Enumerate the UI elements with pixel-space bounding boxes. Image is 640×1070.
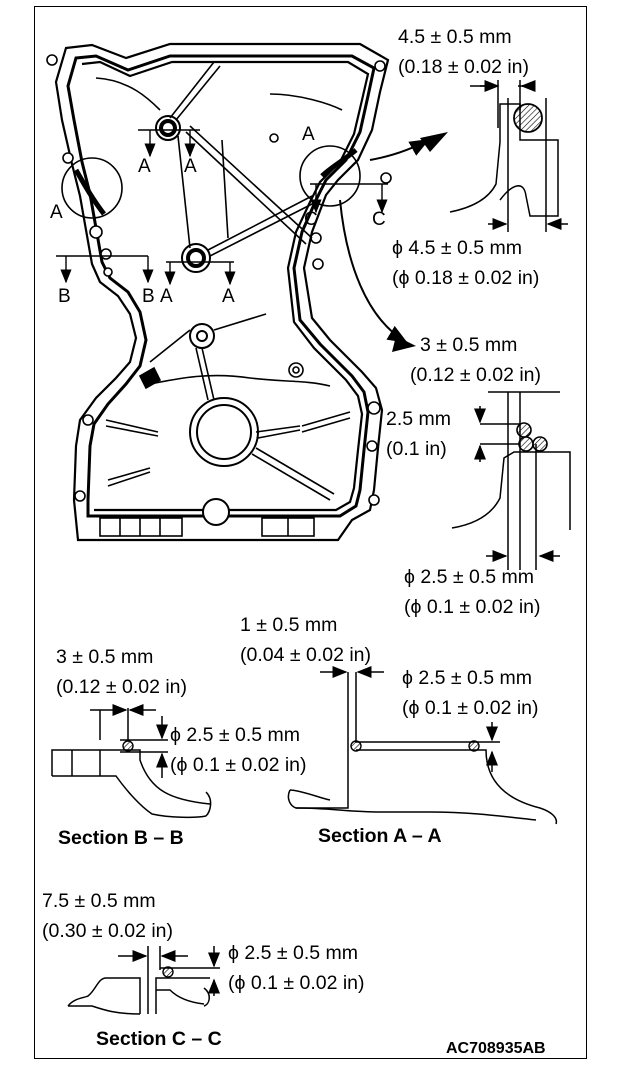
marker-c-1: C: [304, 209, 318, 230]
sec-bb-offset-mm: 3 ± 0.5 mm: [56, 646, 154, 668]
marker-a-4: A: [50, 202, 63, 223]
figure-code: AC708935AB: [446, 1040, 546, 1057]
bead-mid-in: (ϕ 0.1 ± 0.02 in): [404, 596, 541, 618]
section-cut-lines: [56, 129, 388, 286]
sec-cc-bead-in: (ϕ 0.1 ± 0.02 in): [228, 972, 365, 994]
bolt-holes: [46, 54, 392, 506]
bead-mid-b: [518, 436, 534, 452]
sec-bb-offset-in: (0.12 ± 0.02 in): [56, 676, 188, 698]
section-aa-drawing: [287, 666, 558, 825]
sec-cc-bead-mm: ϕ 2.5 ± 0.5 mm: [228, 942, 358, 964]
section-bb-drawing: [51, 704, 212, 819]
groove-top-mm: 4.5 ± 0.5 mm: [398, 26, 512, 48]
detail-bead-mid: [451, 391, 571, 570]
bead-aa-left: [350, 740, 362, 752]
sec-bb-bead-mm: ϕ 2.5 ± 0.5 mm: [170, 724, 300, 746]
bead-mid-mm: ϕ 2.5 ± 0.5 mm: [404, 566, 534, 588]
detail-circles: [61, 145, 361, 219]
bead-cc: [162, 966, 174, 978]
section-bb-title: Section B – B: [58, 827, 184, 849]
marker-a-2: A: [184, 156, 197, 177]
marker-a-3: A: [302, 124, 315, 145]
bead-top: [513, 103, 543, 133]
marker-b-2: B: [142, 286, 155, 307]
bottom-blocks: [99, 366, 315, 537]
bead-top-in: (ϕ 0.18 ± 0.02 in): [392, 267, 540, 289]
sec-aa-bead-in: (ϕ 0.1 ± 0.02 in): [402, 697, 539, 719]
offset-mid-in: (0.12 ± 0.02 in): [410, 364, 542, 386]
section-cc-title: Section C – C: [96, 1028, 222, 1050]
figure-frame: [34, 6, 587, 1059]
bosses: [155, 115, 259, 526]
sec-aa-bead-mm: ϕ 2.5 ± 0.5 mm: [402, 667, 532, 689]
ribs: [95, 61, 351, 501]
marker-b-1: B: [58, 286, 71, 307]
detail-groove-top: [449, 80, 568, 232]
marker-a-6: A: [222, 286, 235, 307]
offset-mid-mm: 3 ± 0.5 mm: [420, 334, 518, 356]
bead-top-mm: ϕ 4.5 ± 0.5 mm: [392, 237, 522, 259]
marker-a-5: A: [160, 286, 173, 307]
bead-mid-c: [532, 436, 548, 452]
bead-mid-a: [516, 422, 532, 438]
marker-c-2: C: [372, 209, 386, 230]
sec-bb-bead-in: (ϕ 0.1 ± 0.02 in): [170, 754, 307, 776]
groove-top-in: (0.18 ± 0.02 in): [398, 56, 530, 78]
section-cc-drawing: [67, 946, 220, 1015]
height-mid-in: (0.1 in): [386, 438, 447, 460]
sec-cc-offset-in: (0.30 ± 0.02 in): [42, 920, 174, 942]
height-mid-mm: 2.5 mm: [386, 408, 452, 430]
bead-bb: [122, 740, 134, 752]
marker-a-1: A: [138, 156, 151, 177]
sec-cc-offset-mm: 7.5 ± 0.5 mm: [42, 890, 156, 912]
sec-aa-offset-in: (0.04 ± 0.02 in): [240, 644, 372, 666]
bead-aa-right: [468, 740, 480, 752]
sec-aa-offset-mm: 1 ± 0.5 mm: [240, 614, 338, 636]
section-aa-title: Section A – A: [318, 825, 442, 847]
